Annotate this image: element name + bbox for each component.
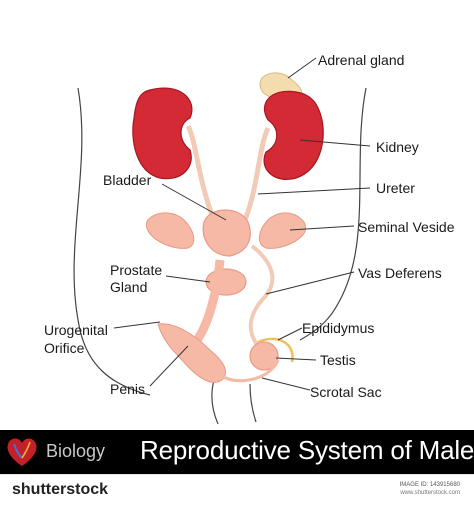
leader-prostate [165,275,211,283]
leader-epididymus [277,327,303,341]
label-urogenital-line2: Orifice [44,340,85,356]
label-epididymus: Epididymus [302,320,375,336]
penis [157,323,226,383]
kidney-left [132,87,193,180]
label-penis: Penis [110,381,146,397]
vas-deferens [248,244,275,348]
footer-image-id: IMAGE ID: 143915680 [399,482,460,488]
seminal-vesicle-left [145,212,195,249]
label-prostate-line1: Prostate [110,262,163,278]
leader-urogenital [113,321,161,329]
footer-brand: shutterstock [12,481,109,498]
testis [249,341,279,371]
label-testis: Testis [320,352,356,368]
leader-testis [275,357,317,361]
leader-scrotal [261,377,311,391]
urethra [190,259,225,347]
title-banner: Biology Reproductive System of Male [0,430,474,474]
bladder [202,209,251,257]
scrotal-sac [208,359,280,383]
leader-kidney [299,139,371,147]
leg-outline-right [249,383,257,423]
leader-penis [149,345,189,387]
leg-outline-left [211,379,219,425]
leader-ureter [257,187,371,195]
heart-icon [0,430,44,474]
seminal-vesicle-right [259,212,307,249]
leader-bladder [161,183,227,221]
label-prostate-line2: Gland [110,279,148,295]
leader-lines [113,57,371,391]
label-vas-deferens: Vas Deferens [358,265,442,281]
label-adrenal-gland: Adrenal gland [318,52,405,68]
footer-bar: shutterstock IMAGE ID: 143915680 www.shu… [0,474,474,506]
leader-adrenal [287,57,317,79]
leader-vas [265,271,355,295]
banner-subject: Biology [46,441,106,461]
body-outline-right [299,87,367,341]
footer-site: www.shutterstock.com [400,490,460,496]
label-kidney: Kidney [376,139,419,155]
label-urogenital-line1: Urogenital [44,322,108,338]
label-scrotal-sac: Scrotal Sac [310,384,382,400]
ureter-left [185,124,217,221]
label-ureter: Ureter [376,180,415,196]
ureter-right [241,126,271,224]
label-seminal-vesicle: Seminal Veside [358,219,455,235]
banner-title: Reproductive System of Male [140,435,474,465]
body-outline-left [73,87,151,396]
kidney-right [263,90,324,180]
leader-seminal [289,225,355,231]
label-bladder: Bladder [103,172,152,188]
epididymus [257,337,294,363]
